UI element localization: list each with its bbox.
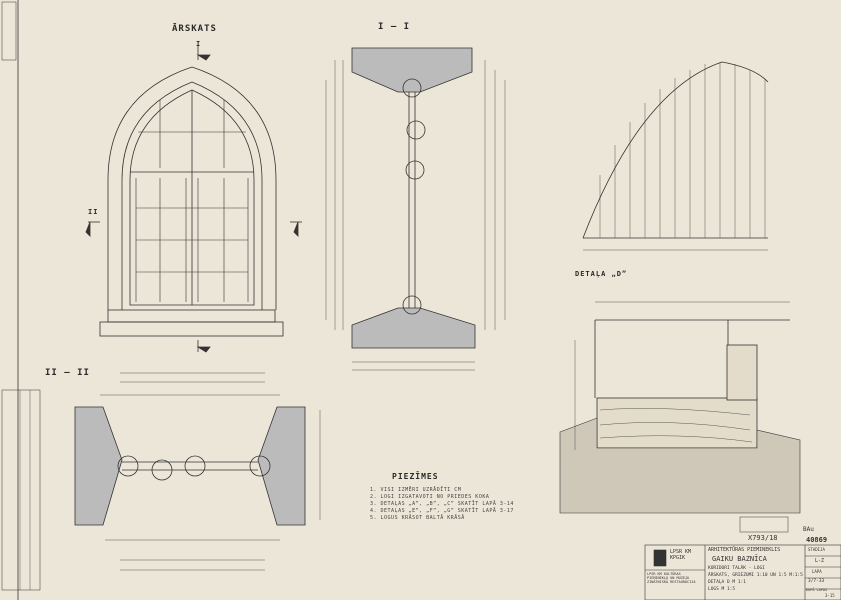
note-line: 1. VISI IZMĒRI UZRĀDĪTI CM: [370, 487, 462, 493]
project-name: GAIKU BAZNĪCA: [712, 555, 767, 563]
sheet-value: 3/7-33: [808, 579, 825, 584]
institution-sub: LPSR KM KULTŪRAS PIEMINEKĻU UN MUZEJU ZI…: [647, 572, 696, 584]
note-line: 5. LOGUS KRĀSOT BALTĀ KRĀSĀ: [370, 515, 465, 521]
sheet-desc-1: KORIDORI TALĀK - LOGI: [708, 566, 765, 571]
detail-d: [559, 301, 801, 514]
revision-table: [1, 389, 41, 591]
section-2-title: II — II: [45, 368, 90, 378]
arch-profile: [582, 61, 769, 251]
sheet-desc-3: DETAĻA D M 1:1: [708, 580, 746, 585]
notes-title: PIEZĪMES: [392, 472, 439, 481]
section-1-title: I — I: [378, 22, 411, 32]
institution: LPSR KM KPGIK: [670, 549, 692, 561]
stage-value: L-Z: [815, 558, 825, 564]
sheet-label: LAPA: [812, 569, 822, 574]
window-elevation: [85, 45, 302, 353]
note-line: 2. LOGI IZGATAVOTI NO PRIEDES KOKA: [370, 494, 490, 500]
note-line: 4. DETAĻAS „E”, „F”, „G” SKATĪT LAPĀ 3-1…: [370, 508, 514, 514]
stamp-number: X793/18: [748, 534, 778, 542]
project-type: ARHITEKTŪRAS PIEMINEKLIS: [708, 547, 781, 553]
sheet-desc-4: LOGS M 1:5: [708, 587, 736, 592]
archive-number: 40869: [806, 536, 828, 544]
section-2-2: [74, 372, 321, 571]
section-marker-top: I: [196, 40, 202, 48]
total-label: KOPĀ LAPAS: [806, 588, 828, 592]
stage-label: STADIJA: [808, 547, 825, 552]
title-block: [644, 516, 841, 600]
initials: BAu: [803, 526, 814, 533]
section-marker-left: II: [88, 208, 99, 216]
elevation-title: ĀRSKATS: [172, 24, 217, 34]
sheet-desc-2: ĀRSKATS, GRIEZUMI 1:10 UN 1:5 M:1:5: [708, 573, 803, 578]
margin-stamp: [1, 1, 17, 61]
note-line: 3. DETAĻAS „A”, „B”, „C” SKATĪT LAPĀ 3-1…: [370, 501, 514, 507]
section-1-1: [325, 47, 506, 371]
total-value: 3-15: [825, 593, 835, 598]
detail-title: DETAĻA „D”: [575, 270, 628, 278]
